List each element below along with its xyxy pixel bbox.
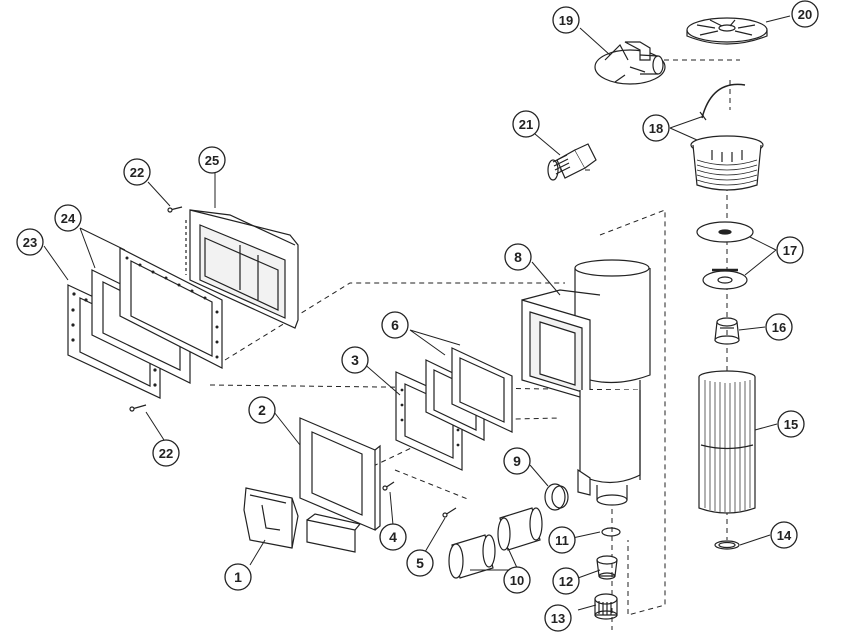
callout-c12: 12 — [552, 567, 580, 595]
callout-c20: 20 — [791, 0, 819, 28]
callout-c6: 6 — [381, 311, 409, 339]
callout-number: 17 — [783, 243, 797, 258]
callout-c5: 5 — [406, 549, 434, 577]
callout-number: 2 — [258, 402, 266, 418]
callout-number: 18 — [649, 121, 663, 136]
callout-number: 15 — [784, 417, 798, 432]
callout-c13: 13 — [544, 604, 572, 632]
callout-c15: 15 — [777, 410, 805, 438]
part-11-o-ring — [601, 527, 621, 537]
callout-number: 24 — [61, 211, 76, 226]
callout-number: 23 — [23, 235, 37, 250]
callout-number: 4 — [389, 529, 397, 545]
callout-number: 22 — [130, 165, 144, 180]
callout-c11: 11 — [548, 526, 576, 554]
callout-number: 12 — [559, 574, 573, 589]
callout-c3: 3 — [341, 346, 369, 374]
part-17-plates — [696, 221, 754, 290]
callout-c22b: 22 — [152, 439, 180, 467]
screw-22-top — [167, 206, 183, 213]
part-12-adapter — [596, 555, 618, 580]
part-24-gaskets — [91, 247, 223, 384]
callout-number: 16 — [772, 320, 786, 335]
callout-number: 5 — [416, 555, 424, 571]
part-8-skimmer-body — [521, 259, 651, 506]
callout-number: 25 — [205, 153, 219, 168]
callout-c22a: 22 — [123, 158, 151, 186]
part-20-lid — [686, 17, 768, 45]
callout-c19: 19 — [552, 6, 580, 34]
callout-c23: 23 — [16, 228, 44, 256]
part-16-valve — [714, 317, 740, 345]
callout-number: 6 — [391, 317, 399, 333]
callout-c16: 16 — [765, 313, 793, 341]
callout-c8: 8 — [504, 243, 532, 271]
callout-number: 8 — [514, 249, 522, 265]
callout-number: 13 — [551, 611, 565, 626]
callout-c25: 25 — [198, 146, 226, 174]
callout-number: 19 — [559, 13, 573, 28]
callout-number: 14 — [777, 528, 792, 543]
callout-c9: 9 — [503, 447, 531, 475]
part-4-screw — [382, 481, 395, 491]
callout-c21: 21 — [512, 110, 540, 138]
callout-number: 9 — [513, 453, 521, 469]
part-6-gaskets — [425, 347, 513, 441]
part-10-fittings — [448, 507, 543, 579]
callout-c4: 4 — [379, 523, 407, 551]
screw-22-bottom — [129, 404, 147, 412]
callout-number: 1 — [234, 569, 242, 585]
part-2-faceplate-collar — [299, 417, 381, 531]
callout-number: 21 — [519, 117, 533, 132]
part-9-ring — [544, 483, 569, 511]
callout-c2: 2 — [248, 396, 276, 424]
callout-number: 10 — [510, 573, 524, 588]
callout-c1: 1 — [224, 563, 252, 591]
callout-number: 20 — [798, 7, 812, 22]
part-15-cartridge — [698, 370, 756, 514]
callout-number: 3 — [351, 352, 359, 368]
part-25-face-plate — [185, 209, 299, 329]
leader-lines — [43, 15, 791, 611]
callout-c24: 24 — [54, 204, 82, 232]
callout-c17: 17 — [776, 236, 804, 264]
part-13-nut — [594, 593, 618, 620]
part-21-fitting — [547, 143, 597, 181]
part-5-screw — [442, 507, 457, 518]
part-18-basket — [690, 83, 764, 191]
callout-number: 22 — [159, 446, 173, 461]
part-14-ring — [714, 540, 740, 550]
part-1-weir-door — [243, 487, 362, 553]
part-19-diverter — [594, 41, 666, 85]
callout-c14: 14 — [770, 521, 798, 549]
callout-c18: 18 — [642, 114, 670, 142]
callout-c10: 10 — [503, 566, 531, 594]
callout-number: 11 — [555, 533, 569, 548]
